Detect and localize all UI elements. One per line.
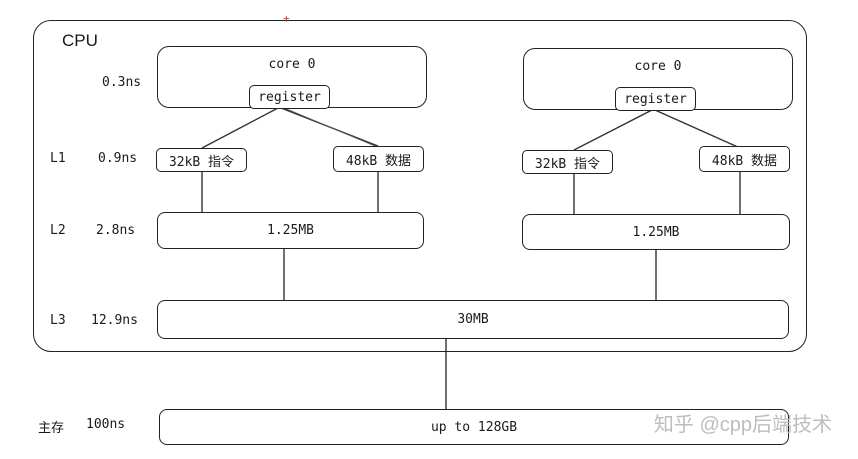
l1-data-box-left: 48kB 数据	[333, 146, 424, 172]
register-label: register	[258, 89, 321, 105]
core-label: core 0	[268, 57, 316, 72]
l3-label: L3	[50, 313, 66, 328]
core-label: core 0	[634, 59, 682, 74]
l3-box: 30MB	[157, 300, 789, 339]
l1-instruction-box-right: 32kB 指令	[522, 150, 613, 174]
l1-instruction-label: 32kB 指令	[534, 156, 601, 172]
l2-size-label: 1.25MB	[632, 224, 680, 240]
l1-data-label: 48kB 数据	[711, 153, 778, 169]
register-box-right: register	[615, 87, 696, 111]
cursor-marker: +	[283, 12, 290, 25]
memory-label: 主存	[38, 421, 65, 436]
register-label: register	[624, 91, 687, 107]
l1-instruction-box-left: 32kB 指令	[156, 148, 247, 172]
l1-data-label: 48kB 数据	[345, 153, 412, 169]
l3-size-label: 30MB	[457, 312, 489, 327]
memory-box: up to 128GB	[159, 409, 789, 445]
memory-latency: 100ns	[86, 417, 126, 432]
l1-data-box-right: 48kB 数据	[699, 146, 790, 172]
l1-instruction-label: 32kB 指令	[168, 154, 235, 170]
l2-box-left: 1.25MB	[157, 212, 424, 249]
l1-label: L1	[50, 151, 66, 166]
l1-latency: 0.9ns	[98, 151, 138, 166]
cpu-boundary	[33, 20, 807, 352]
l2-size-label: 1.25MB	[267, 223, 314, 238]
l2-latency: 2.8ns	[96, 223, 136, 238]
memory-size-label: up to 128GB	[430, 419, 518, 435]
l2-box-right: 1.25MB	[522, 214, 790, 250]
register-box-left: register	[249, 85, 330, 109]
l2-label: L2	[50, 223, 66, 238]
register-latency: 0.3ns	[102, 75, 142, 90]
l3-latency: 12.9ns	[91, 313, 138, 328]
watermark: 知乎 @cpp后端技术	[653, 414, 832, 436]
cpu-title: CPU	[62, 31, 98, 50]
